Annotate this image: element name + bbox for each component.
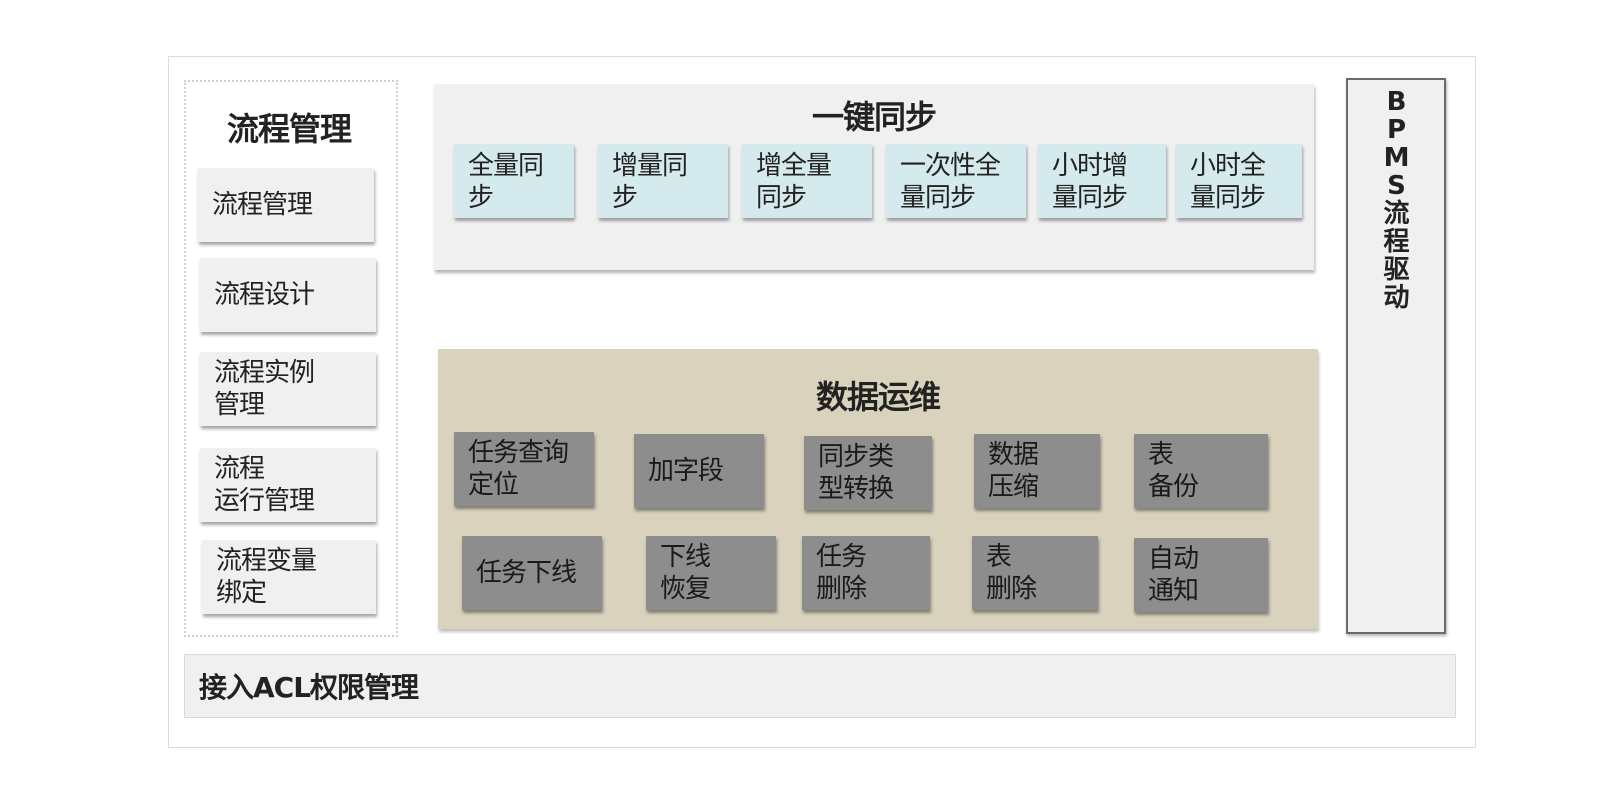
ops-item-sync-type-convert: 同步类 型转换 bbox=[804, 436, 932, 510]
process-item-management: 流程管理 bbox=[198, 168, 374, 242]
ops-item-task-offline: 任务下线 bbox=[462, 536, 602, 610]
process-management-panel bbox=[184, 80, 398, 637]
ops-item-auto-notify: 自动 通知 bbox=[1134, 538, 1268, 612]
process-management-title: 流程管理 bbox=[226, 110, 352, 148]
one-click-sync-title: 一键同步 bbox=[811, 98, 937, 136]
ops-item-table-delete: 表 删除 bbox=[972, 536, 1098, 610]
ops-item-add-field: 加字段 bbox=[634, 434, 764, 508]
process-item-design: 流程设计 bbox=[200, 258, 376, 332]
bpms-driver-panel: B P M S 流 程 驱 动 bbox=[1346, 78, 1446, 634]
ops-item-data-compress: 数据 压缩 bbox=[974, 434, 1100, 508]
process-item-variable-binding: 流程变量 绑定 bbox=[202, 540, 376, 614]
ops-item-task-query: 任务查询 定位 bbox=[454, 432, 594, 506]
ops-item-offline-restore: 下线 恢复 bbox=[646, 536, 776, 610]
sync-item-hourly-incremental: 小时增 量同步 bbox=[1038, 144, 1166, 218]
sync-item-one-time-full: 一次性全 量同步 bbox=[886, 144, 1026, 218]
sync-item-incremental-full: 增全量 同步 bbox=[742, 144, 872, 218]
ops-item-table-backup: 表 备份 bbox=[1134, 434, 1268, 508]
process-item-runtime-management: 流程 运行管理 bbox=[200, 448, 376, 522]
acl-permission-bar: 接入ACL权限管理 bbox=[184, 654, 1456, 718]
acl-permission-label: 接入ACL权限管理 bbox=[199, 671, 419, 704]
one-click-sync-panel bbox=[434, 84, 1314, 270]
process-item-instance-management: 流程实例 管理 bbox=[200, 352, 376, 426]
sync-item-incremental: 增量同 步 bbox=[598, 144, 728, 218]
ops-item-task-delete: 任务 删除 bbox=[802, 536, 930, 610]
sync-item-full: 全量同 步 bbox=[454, 144, 574, 218]
sync-item-hourly-full: 小时全 量同步 bbox=[1176, 144, 1302, 218]
data-ops-title: 数据运维 bbox=[815, 378, 941, 416]
bpms-driver-label: B P M S 流 程 驱 动 bbox=[1383, 87, 1409, 313]
